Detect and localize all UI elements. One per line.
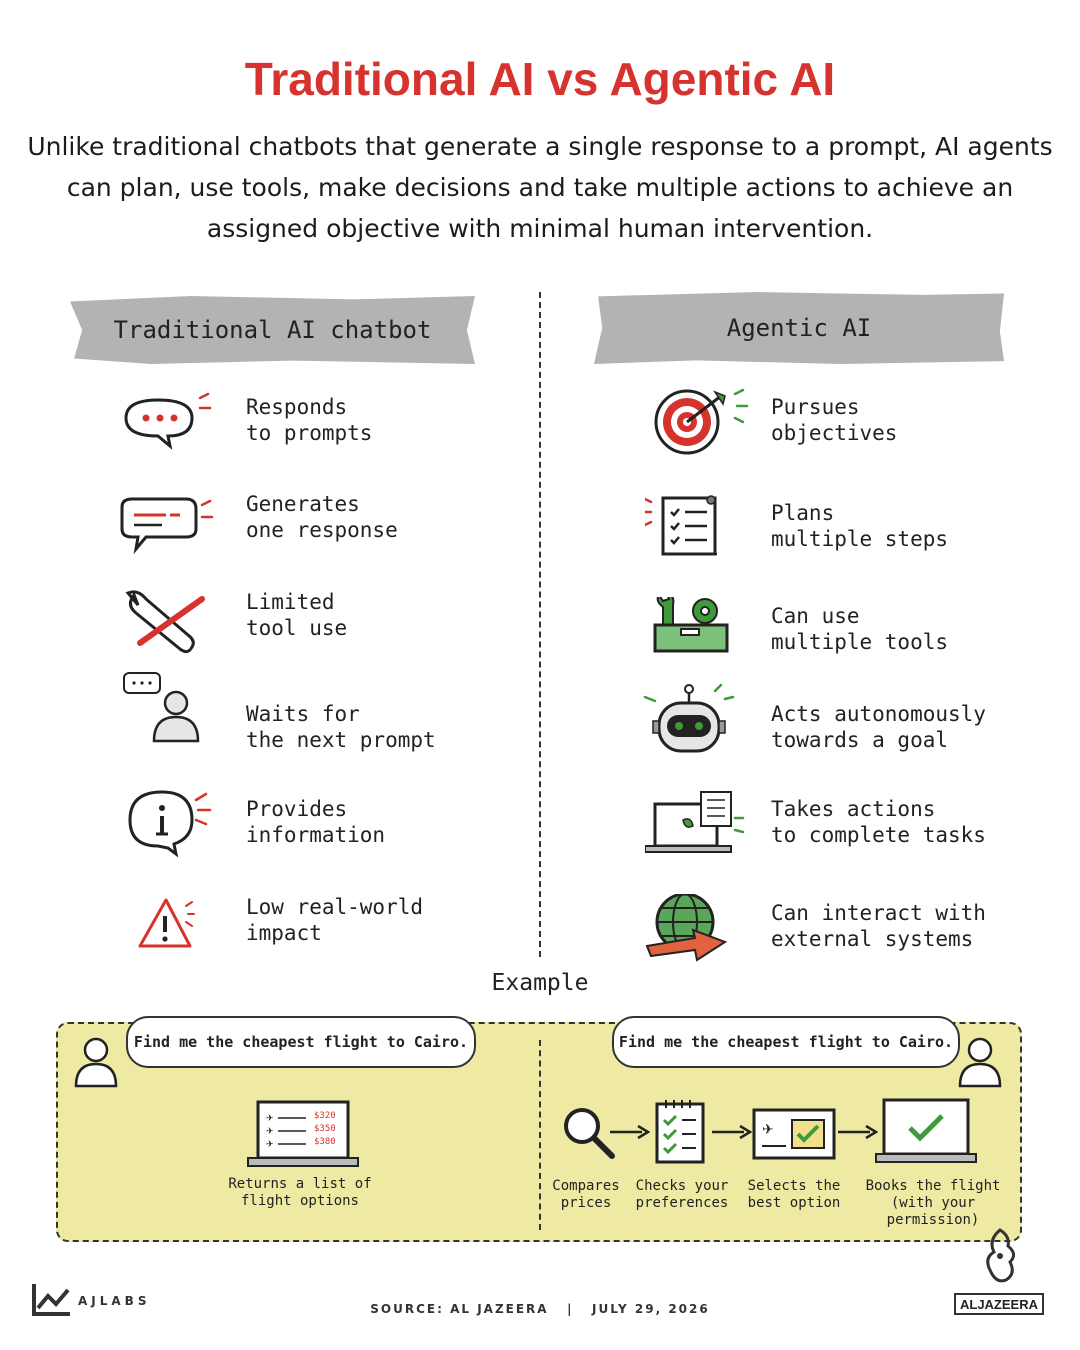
target-icon bbox=[645, 388, 755, 468]
agentic-item-label: Pursues objectives bbox=[771, 395, 898, 445]
traditional-item-label: Low real-world impact bbox=[246, 895, 424, 945]
traditional-item-waits: Waits for the next prompt bbox=[120, 672, 520, 775]
agentic-item-actions: Takes actions to complete tasks bbox=[631, 790, 1045, 870]
footer-brand: AJLABS bbox=[78, 1294, 151, 1308]
agentic-item-objectives: Pursues objectives bbox=[645, 388, 1045, 468]
traditional-item-label: Limited tool use bbox=[246, 590, 348, 640]
agentic-item-label: Can use multiple tools bbox=[771, 604, 949, 654]
agentic-item-label: Can interact with external systems bbox=[771, 901, 986, 951]
prompt-bubble-left: Find me the cheapest flight to Cairo. bbox=[126, 1016, 476, 1068]
aljazeera-calligraphy-icon bbox=[976, 1226, 1022, 1288]
laptop-check-icon bbox=[874, 1098, 978, 1166]
page-title: Traditional AI vs Agentic AI bbox=[244, 53, 836, 105]
toolbox-icon bbox=[645, 591, 755, 677]
arrow-icon bbox=[836, 1124, 879, 1140]
svg-text:✈: ✈ bbox=[266, 1127, 274, 1137]
waiting-user-icon bbox=[120, 672, 230, 775]
step-label: Checks your preferences bbox=[635, 1178, 729, 1211]
example-title: Example bbox=[491, 970, 589, 996]
info-bubble-icon bbox=[120, 790, 230, 870]
traditional-item-label: Waits for the next prompt bbox=[246, 702, 436, 752]
step-label: Compares prices bbox=[552, 1178, 620, 1211]
arrow-icon bbox=[710, 1124, 753, 1140]
traditional-item-limited-tools: Limited tool use bbox=[120, 583, 520, 663]
warning-icon bbox=[120, 888, 230, 968]
user-avatar-left-icon bbox=[74, 1036, 118, 1088]
traditional-item-responds: Responds to prompts bbox=[108, 388, 520, 468]
checklist-icon bbox=[639, 494, 755, 574]
preferences-checklist-icon bbox=[654, 1098, 706, 1164]
svg-text:✈: ✈ bbox=[762, 1122, 774, 1138]
traditional-heading-label: Traditional AI chatbot bbox=[113, 316, 432, 344]
agentic-item-autonomous: Acts autonomously towards a goal bbox=[643, 683, 1045, 775]
agentic-heading-label: Agentic AI bbox=[726, 314, 872, 342]
prompt-bubble-right: Find me the cheapest flight to Cairo. bbox=[612, 1016, 960, 1068]
chat-bubble-lines-icon bbox=[120, 485, 230, 565]
footer-source: SOURCE: AL JAZEERA | JULY 29, 2026 bbox=[370, 1302, 710, 1316]
svg-text:✈: ✈ bbox=[266, 1140, 274, 1150]
laptop-flight-list-icon: ✈ ✈ ✈ $320 $350 $380 bbox=[246, 1100, 360, 1170]
robot-icon bbox=[643, 683, 755, 775]
column-divider bbox=[539, 292, 541, 957]
traditional-item-label: Generates one response bbox=[246, 492, 398, 542]
step-label: Books the flight (with your permission) bbox=[865, 1178, 1001, 1228]
agentic-item-tools: Can use multiple tools bbox=[645, 591, 1045, 677]
ajlabs-logo-icon bbox=[30, 1282, 74, 1318]
traditional-heading: Traditional AI chatbot bbox=[70, 296, 475, 364]
traditional-item-low-impact: Low real-world impact bbox=[120, 888, 520, 968]
globe-arrow-icon bbox=[645, 892, 755, 974]
prompt-text-left: Find me the cheapest flight to Cairo. bbox=[133, 1033, 469, 1051]
arrow-icon bbox=[608, 1124, 651, 1140]
laptop-checklist-icon bbox=[631, 790, 755, 870]
crossed-wrench-icon bbox=[120, 583, 230, 663]
traditional-item-provides-info: Provides information bbox=[120, 790, 520, 870]
agentic-item-label: Takes actions to complete tasks bbox=[771, 797, 986, 847]
chat-bubble-dots-icon bbox=[108, 388, 230, 468]
agentic-heading: Agentic AI bbox=[594, 292, 1004, 364]
example-divider bbox=[539, 1040, 541, 1230]
ticket-check-icon: ✈ bbox=[752, 1106, 836, 1160]
price-1: $320 bbox=[314, 1111, 336, 1121]
price-2: $350 bbox=[314, 1124, 336, 1134]
left-result-label: Returns a list of flight options bbox=[228, 1176, 372, 1209]
magnifier-icon bbox=[560, 1104, 616, 1160]
step-label: Selects the best option bbox=[747, 1178, 841, 1211]
traditional-item-label: Responds to prompts bbox=[246, 395, 373, 445]
page-subtitle: Unlike traditional chatbots that generat… bbox=[27, 132, 1053, 243]
agentic-item-label: Plans multiple steps bbox=[771, 501, 949, 551]
agentic-item-plans: Plans multiple steps bbox=[639, 494, 1045, 574]
traditional-item-generates: Generates one response bbox=[120, 485, 520, 565]
aljazeera-logo: ALJAZEERA bbox=[954, 1293, 1044, 1315]
price-3: $380 bbox=[314, 1137, 336, 1147]
user-avatar-right-icon bbox=[958, 1036, 1002, 1088]
prompt-text-right: Find me the cheapest flight to Cairo. bbox=[618, 1033, 954, 1051]
agentic-item-label: Acts autonomously towards a goal bbox=[771, 702, 986, 752]
traditional-item-label: Provides information bbox=[246, 797, 386, 847]
agentic-item-external: Can interact with external systems bbox=[645, 892, 1045, 974]
svg-text:✈: ✈ bbox=[266, 1114, 274, 1124]
